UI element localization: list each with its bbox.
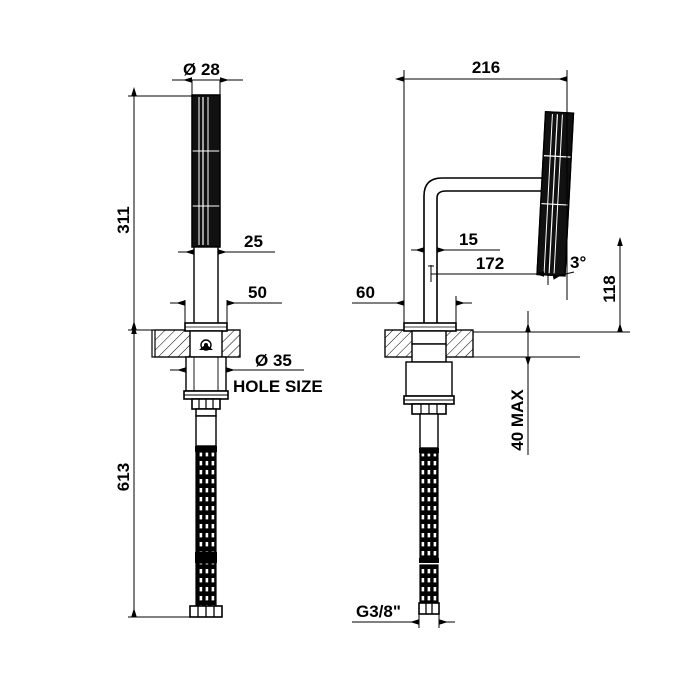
side-handle-groove-2 bbox=[548, 114, 559, 274]
front-flex-hose-lower bbox=[195, 558, 217, 607]
dim-40max-label: 40 MAX bbox=[508, 389, 527, 451]
front-shank-in-deck bbox=[189, 330, 223, 358]
front-escutcheon bbox=[184, 322, 228, 332]
side-cartridge-housing bbox=[403, 361, 455, 405]
dim-angle-3: 3° bbox=[547, 245, 586, 285]
dim-g38-label: G3/8" bbox=[356, 602, 401, 621]
front-cartridge-housing bbox=[183, 356, 229, 400]
side-handle-outline bbox=[536, 110, 575, 277]
dim-hole-size-label: HOLE SIZE bbox=[233, 377, 323, 396]
locknut-lower bbox=[195, 408, 217, 417]
dim-height-613: 613 bbox=[114, 325, 190, 618]
side-bottom-fitting bbox=[418, 602, 440, 615]
side-shank-upper bbox=[411, 330, 447, 345]
dim-deck-40max: 40 MAX bbox=[473, 311, 600, 455]
front-connector-tube bbox=[195, 415, 217, 447]
side-handle-groove-1 bbox=[543, 114, 553, 273]
stem-tube bbox=[193, 246, 219, 327]
dim-d35-label: Ø 35 bbox=[255, 351, 292, 370]
dim-3deg-label: 3° bbox=[570, 253, 586, 272]
cartridge-body bbox=[185, 356, 227, 392]
front-flex-hose-upper bbox=[195, 446, 217, 558]
side-escutcheon bbox=[403, 322, 457, 332]
dim-50-label: 50 bbox=[248, 283, 267, 302]
hose-braid-lower bbox=[195, 562, 217, 607]
front-view-group: Ø 28 311 25 50 bbox=[114, 60, 323, 618]
spout-inner-wall bbox=[436, 190, 545, 326]
dim-613-label: 613 bbox=[114, 463, 133, 491]
dim-216-label: 216 bbox=[472, 58, 500, 77]
hose-ferrule-mid-bottom bbox=[195, 558, 217, 563]
dim-60-label: 60 bbox=[356, 283, 375, 302]
hose-ferrule-top bbox=[195, 446, 217, 452]
dim-d28-label: Ø 28 bbox=[183, 60, 220, 79]
dim-172-label: 172 bbox=[476, 254, 504, 273]
side-hose-braid-upper bbox=[419, 452, 439, 559]
side-handle-body bbox=[536, 110, 575, 277]
dim-25-label: 25 bbox=[244, 232, 263, 251]
side-locknut-stack bbox=[411, 403, 447, 415]
dim-311-label: 311 bbox=[114, 206, 133, 233]
connector-tube-body bbox=[195, 415, 217, 447]
dim-tube-15: 15 bbox=[411, 230, 500, 253]
dim-diameter-28: Ø 28 bbox=[172, 60, 243, 96]
front-stem bbox=[193, 246, 219, 327]
dim-15-label: 15 bbox=[459, 230, 478, 249]
side-connector-tube bbox=[419, 413, 439, 449]
side-shank-in-deck bbox=[411, 330, 447, 363]
front-bottom-fitting bbox=[189, 605, 223, 618]
side-flex-hose-upper bbox=[419, 448, 439, 563]
side-bottom-fitting-nut bbox=[418, 602, 440, 615]
dim-reach-216: 216 bbox=[395, 58, 568, 325]
side-shank-lower bbox=[411, 343, 447, 363]
side-view-group: 216 60 15 172 bbox=[352, 58, 630, 628]
dim-thread-g38: G3/8" bbox=[352, 602, 455, 628]
side-hose-ferrule-mid bbox=[419, 558, 439, 563]
front-handle-body bbox=[191, 94, 221, 248]
hose-braid-upper bbox=[195, 451, 217, 553]
side-hose-ferrule-top bbox=[419, 448, 439, 453]
spout-outer-wall bbox=[423, 177, 545, 326]
handle-black-block bbox=[191, 94, 221, 248]
side-hose-braid-lower bbox=[419, 564, 439, 604]
side-connector-tube-body bbox=[419, 413, 439, 449]
dim-width-50: 50 bbox=[170, 283, 282, 324]
dim-offset-60: 60 bbox=[352, 283, 472, 324]
dim-reach-172: 172 bbox=[428, 254, 544, 282]
front-locknut-stack bbox=[191, 398, 221, 417]
dim-width-25: 25 bbox=[178, 232, 275, 262]
side-flex-hose-lower bbox=[419, 564, 439, 604]
side-handle-split-lower bbox=[540, 202, 569, 206]
side-handle-groove-3 bbox=[553, 114, 563, 274]
hose-ferrule-mid-top bbox=[195, 552, 217, 558]
dim-hole-35: Ø 35 HOLE SIZE bbox=[170, 351, 323, 396]
dim-118-label: 118 bbox=[600, 275, 619, 302]
shank-screw-wedge bbox=[199, 344, 213, 350]
dim-3deg-arrow bbox=[552, 271, 575, 280]
side-cartridge-body bbox=[405, 361, 453, 397]
